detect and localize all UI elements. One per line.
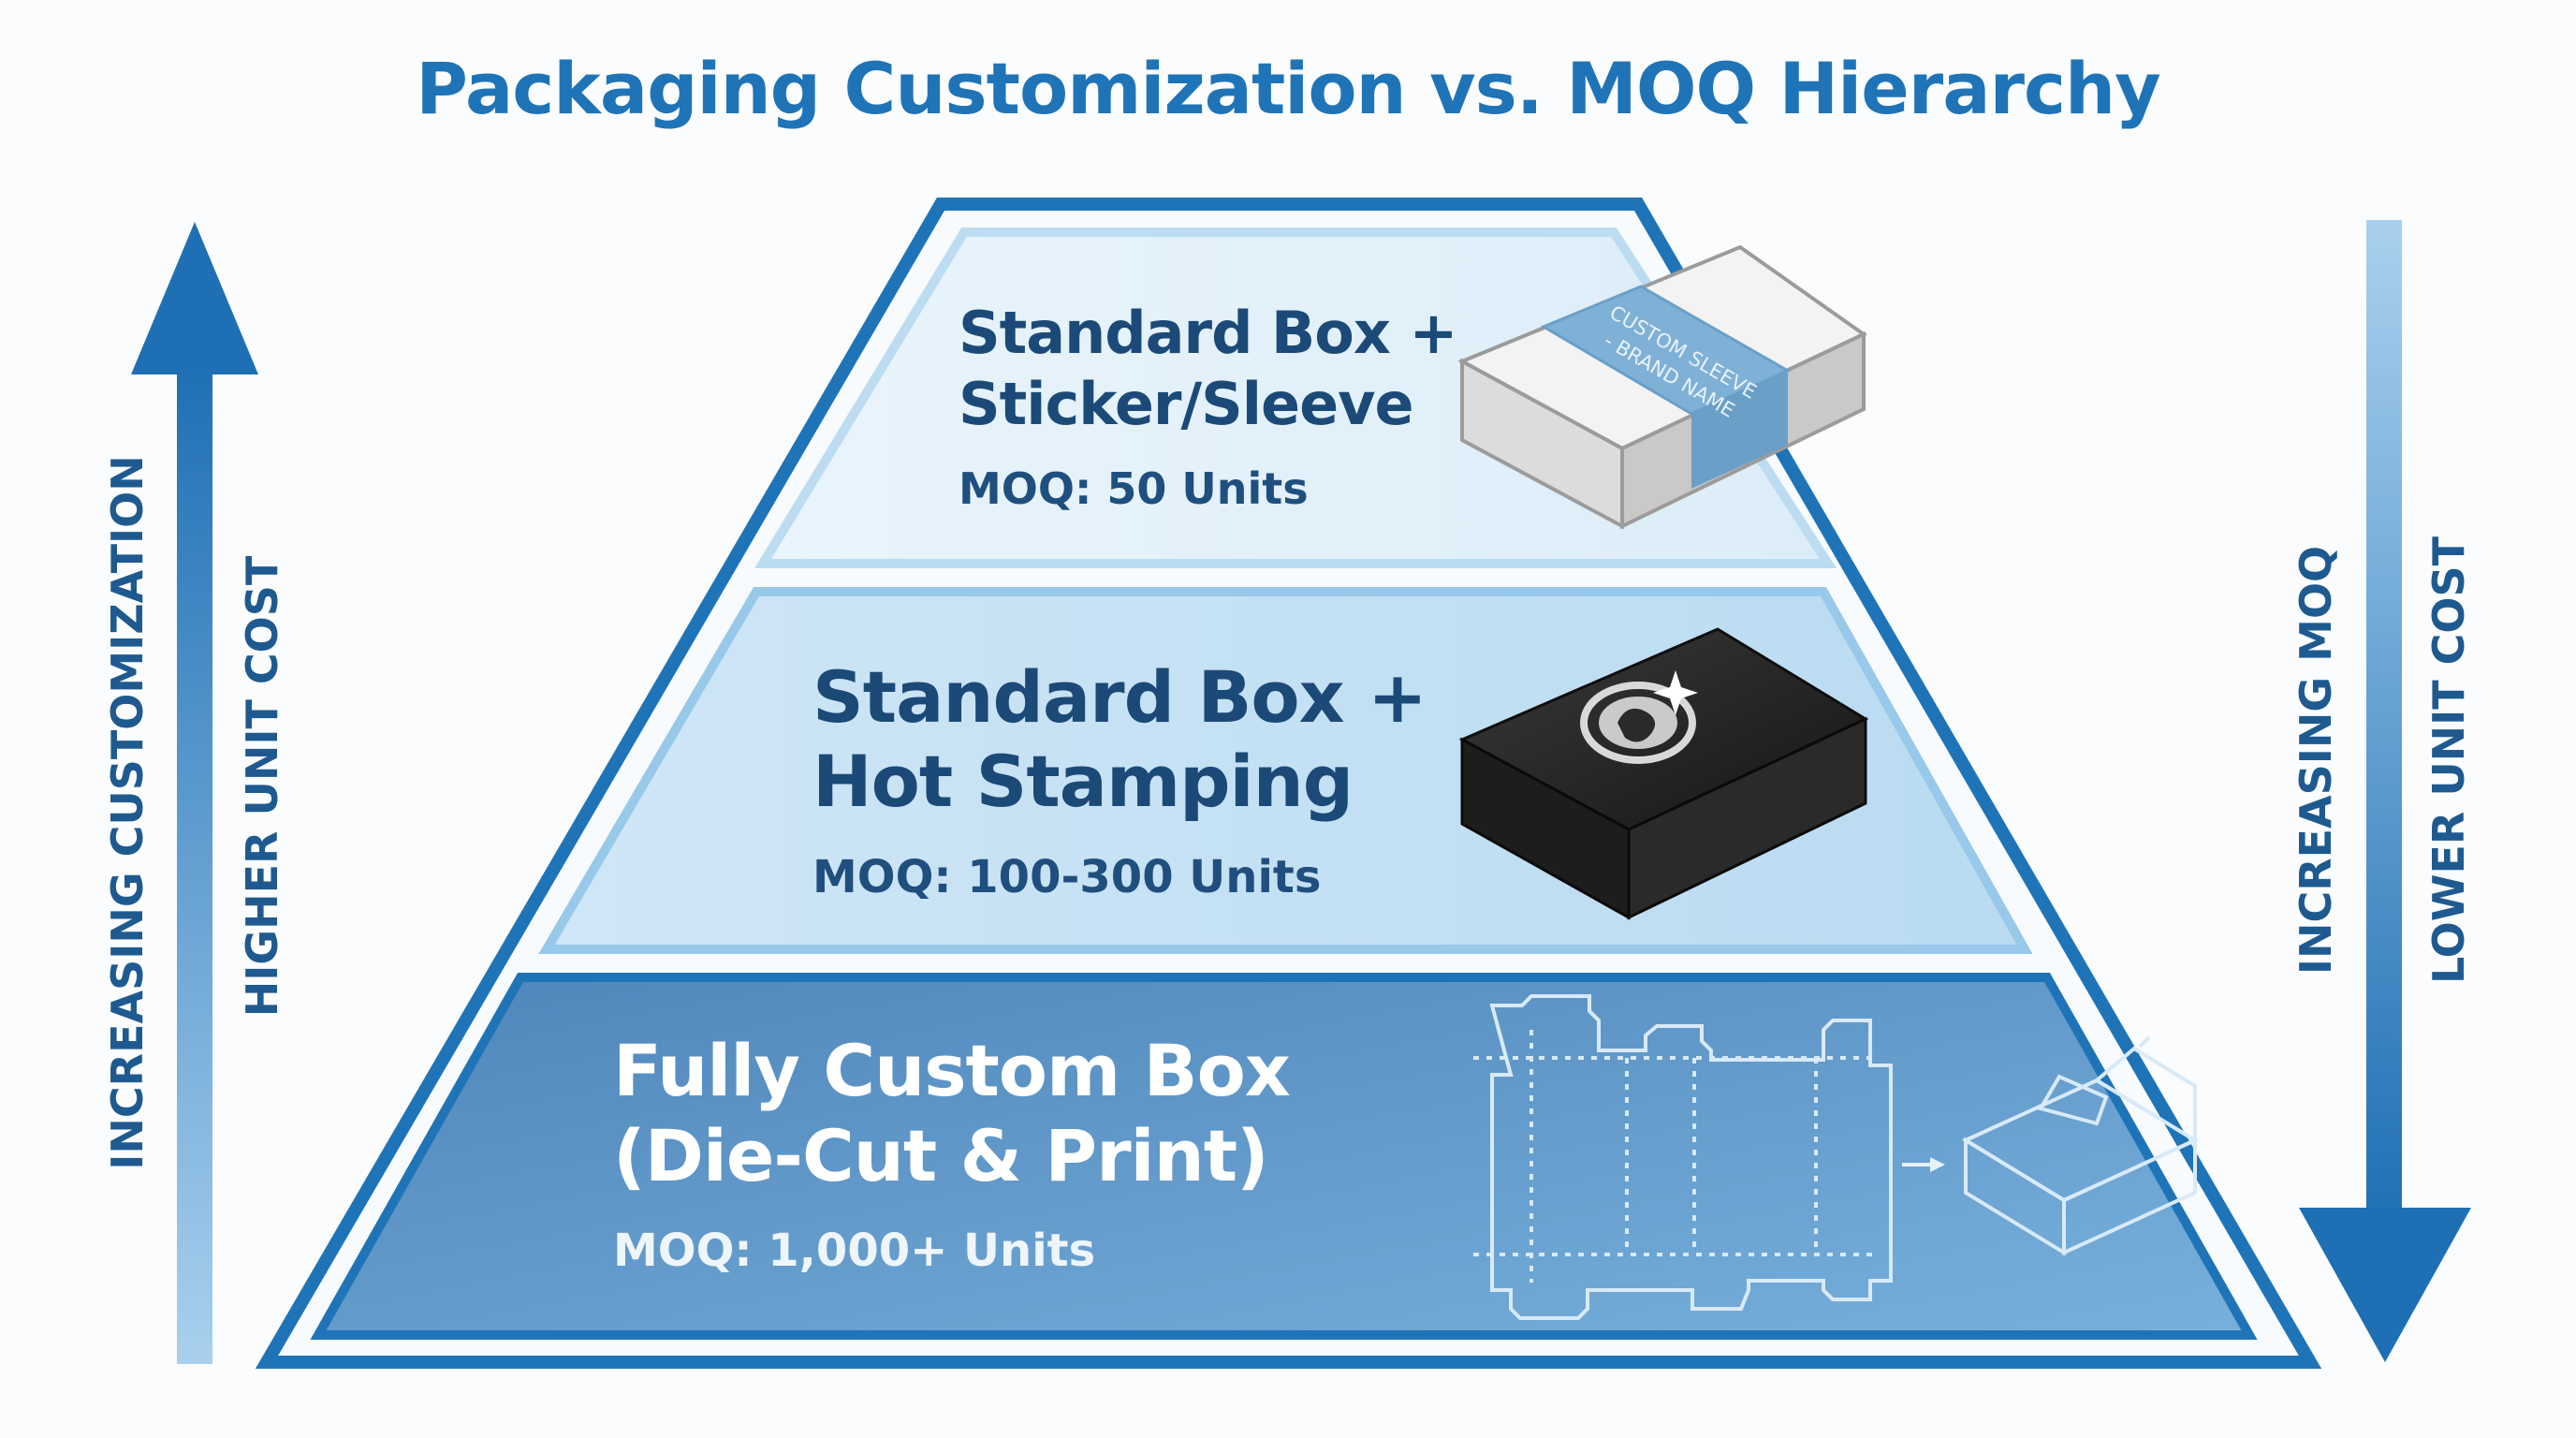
tier-top-text: Standard Box + Sticker/Sleeve MOQ: 50 Un… [959, 298, 1457, 515]
tier-bottom-band [310, 973, 2258, 1340]
right-axis-secondary-label: LOWER UNIT COST [2423, 536, 2474, 985]
hot-stamp-box-icon [1458, 627, 1869, 920]
right-arrow-down-icon [2299, 220, 2471, 1362]
sleeve-box-icon: CUSTOM SLEEVE - BRAND NAME [1457, 244, 1867, 530]
tier-middle-title: Standard Box + Hot Stamping [812, 655, 1427, 823]
tier-bottom-title: Fully Custom Box (Die-Cut & Print) [613, 1028, 1291, 1198]
die-cut-template-icon [1473, 994, 1893, 1320]
tier-bottom-text: Fully Custom Box (Die-Cut & Print) MOQ: … [613, 1028, 1291, 1278]
tier-top-title: Standard Box + Sticker/Sleeve [959, 298, 1457, 439]
tier-top-moq: MOQ: 50 Units [959, 463, 1309, 515]
right-axis-primary-label: INCREASING MOQ [2291, 545, 2341, 976]
tier-middle-title-line1: Standard Box + [812, 655, 1427, 739]
folded-box-icon [1961, 1035, 2200, 1256]
tier-middle-text: Standard Box + Hot Stamping MOQ: 100-300… [812, 655, 1427, 903]
left-arrow-up-icon [131, 222, 258, 1364]
tier-bottom-title-line2: (Die-Cut & Print) [613, 1114, 1269, 1198]
page-title: Packaging Customization vs. MOQ Hierarch… [416, 47, 2160, 130]
tier-top-title-line1: Standard Box + [959, 299, 1457, 367]
tier-bottom-title-line1: Fully Custom Box [613, 1029, 1291, 1112]
tier-middle-moq: MOQ: 100-300 Units [812, 851, 1322, 904]
left-axis-secondary-label: HIGHER UNIT COST [237, 555, 287, 1018]
transform-arrow-icon [1902, 1157, 1945, 1172]
tier-top-title-line2: Sticker/Sleeve [959, 369, 1414, 438]
tier-bottom-moq: MOQ: 1,000+ Units [613, 1225, 1096, 1278]
tier-middle-title-line2: Hot Stamping [812, 739, 1354, 823]
left-axis-primary-label: INCREASING CUSTOMIZATION [102, 455, 153, 1170]
